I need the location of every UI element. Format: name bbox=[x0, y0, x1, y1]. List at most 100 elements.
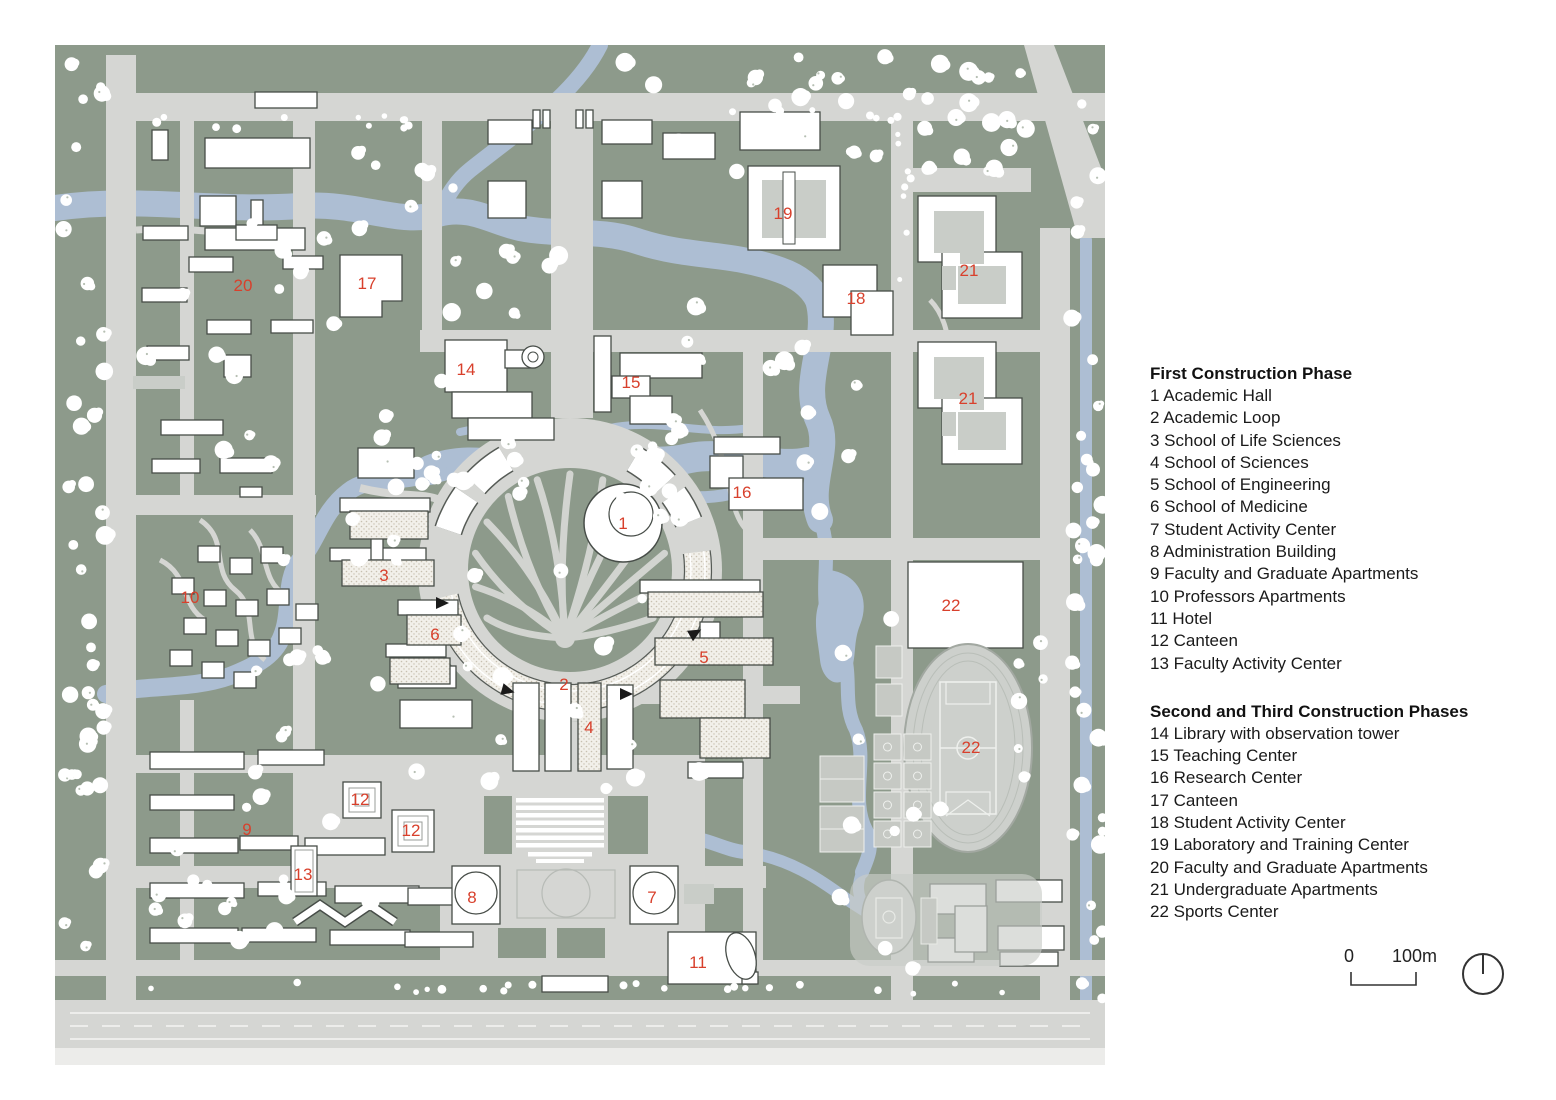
tree bbox=[770, 365, 781, 376]
building bbox=[151, 458, 201, 474]
tree-speckle bbox=[677, 518, 680, 521]
tree-speckle bbox=[1040, 678, 1043, 682]
tree bbox=[323, 235, 333, 245]
building-hatched bbox=[577, 682, 602, 772]
tree bbox=[875, 149, 884, 158]
tree bbox=[839, 895, 850, 906]
plaza-court bbox=[516, 869, 616, 919]
tree bbox=[357, 145, 367, 155]
building bbox=[254, 91, 318, 109]
zigzag-building bbox=[293, 900, 397, 927]
courtyard bbox=[942, 412, 956, 436]
tree bbox=[300, 265, 310, 275]
tree bbox=[430, 466, 441, 477]
tree bbox=[176, 842, 186, 852]
tree bbox=[874, 986, 882, 994]
tree bbox=[1071, 660, 1081, 669]
tree bbox=[939, 59, 951, 71]
tree bbox=[951, 980, 958, 987]
tree-speckle bbox=[66, 196, 69, 199]
tree bbox=[514, 455, 524, 466]
tree bbox=[783, 359, 796, 371]
building bbox=[532, 109, 541, 129]
tree bbox=[1006, 118, 1017, 129]
tree bbox=[1076, 197, 1084, 205]
tree bbox=[930, 632, 941, 643]
legend-item-8: 8 Administration Building bbox=[1150, 542, 1337, 562]
tree bbox=[265, 922, 284, 940]
tree-speckle bbox=[687, 338, 691, 342]
court-circle bbox=[913, 742, 922, 752]
tree bbox=[1089, 553, 1103, 567]
tree-speckle bbox=[1098, 402, 1101, 405]
tree bbox=[249, 431, 256, 438]
map-label-10: 10 bbox=[181, 588, 200, 607]
tree bbox=[104, 528, 116, 540]
road bbox=[293, 95, 315, 870]
tree bbox=[803, 133, 814, 145]
legend-item-3: 3 School of Life Sciences bbox=[1150, 430, 1341, 450]
tree bbox=[866, 111, 874, 120]
tree bbox=[355, 114, 361, 121]
tree bbox=[462, 661, 473, 672]
road bbox=[1040, 228, 1070, 1007]
tree bbox=[908, 87, 917, 96]
tree bbox=[507, 440, 517, 449]
tree bbox=[782, 498, 792, 509]
basketball-court bbox=[903, 820, 932, 848]
map-label-4: 4 bbox=[584, 718, 593, 737]
map-label-8: 8 bbox=[467, 888, 476, 907]
court-circle bbox=[883, 771, 892, 781]
building bbox=[575, 109, 584, 129]
entrance-arrow-icon bbox=[620, 688, 633, 700]
tree-speckle bbox=[83, 282, 86, 286]
tree bbox=[1081, 980, 1090, 988]
tree bbox=[816, 70, 826, 80]
tree bbox=[1076, 702, 1092, 718]
tree bbox=[441, 375, 450, 385]
tree bbox=[1092, 517, 1100, 526]
building bbox=[544, 682, 572, 772]
tree bbox=[232, 124, 242, 134]
building bbox=[399, 699, 473, 729]
tree bbox=[900, 193, 907, 199]
tree bbox=[223, 446, 235, 458]
canteen-17 bbox=[339, 254, 403, 318]
tree bbox=[793, 52, 804, 63]
diagonal-road bbox=[1024, 45, 1105, 238]
building bbox=[404, 931, 474, 948]
building-hatched bbox=[699, 717, 771, 759]
building bbox=[239, 835, 299, 851]
building bbox=[606, 684, 634, 770]
tree bbox=[283, 554, 291, 562]
penalty-box bbox=[945, 791, 991, 815]
courtyard bbox=[960, 238, 984, 264]
building bbox=[149, 927, 239, 944]
tree bbox=[504, 981, 512, 989]
tree bbox=[940, 804, 949, 814]
map-label-1: 1 bbox=[618, 514, 627, 533]
tree bbox=[160, 113, 168, 121]
tree bbox=[387, 478, 405, 496]
building bbox=[239, 486, 263, 498]
tree bbox=[775, 106, 785, 116]
tree bbox=[414, 162, 430, 178]
tree-speckle bbox=[769, 366, 772, 369]
tree bbox=[381, 429, 392, 440]
map-label-21: 21 bbox=[960, 261, 979, 280]
courtyard bbox=[960, 384, 984, 410]
legend-item-11: 11 Hotel bbox=[1150, 608, 1213, 628]
tree-speckle bbox=[1018, 747, 1021, 751]
tree bbox=[278, 874, 289, 884]
tree bbox=[68, 540, 79, 550]
tree bbox=[895, 140, 902, 147]
tree-speckle bbox=[413, 770, 416, 774]
tree-speckle bbox=[1021, 126, 1024, 129]
road bbox=[106, 55, 136, 1048]
map-label-12: 12 bbox=[402, 821, 421, 840]
tree-speckle bbox=[461, 629, 464, 632]
map-label-2: 2 bbox=[559, 675, 568, 694]
courtyard bbox=[958, 266, 1006, 304]
tree bbox=[755, 69, 765, 79]
